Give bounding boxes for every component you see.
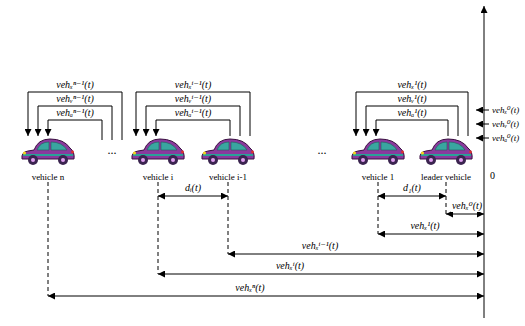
dimension-line <box>378 196 446 197</box>
dimension-label: vehₓⁿ(t) <box>234 282 265 294</box>
signal-line <box>38 106 112 140</box>
vehicle-label: leader vehicle <box>421 172 471 183</box>
car-illustration <box>132 139 184 165</box>
signal-arrow <box>366 106 458 136</box>
car-illustration <box>130 136 186 166</box>
leader-input-label: vehₓ⁰(t) <box>491 104 520 116</box>
dimension-line <box>48 296 484 297</box>
signal-label: vehᵥⁿ⁻¹(t) <box>55 93 95 105</box>
signal-label: vehₓⁱ⁻¹(t) <box>174 79 212 91</box>
signal-label: vehₓ¹(t) <box>396 79 427 91</box>
car-illustration <box>350 136 406 166</box>
origin-label: 0 <box>489 170 496 182</box>
vehicle-label: vehicle i <box>143 172 174 183</box>
signal-arrow <box>356 92 468 136</box>
reference-line <box>378 182 379 234</box>
input-arrow <box>476 124 489 125</box>
signal-line <box>28 92 122 140</box>
leader-input-label: vehₐ⁰(t) <box>491 132 520 144</box>
input-arrow <box>476 110 489 111</box>
signal-arrow <box>376 120 448 136</box>
car-illustration <box>420 139 472 165</box>
leader-input-label: vehᵥ⁰(t) <box>491 118 520 130</box>
signal-arrow <box>136 92 250 136</box>
dimension-label: d₁(t) <box>402 182 422 194</box>
dimension-line <box>158 196 228 197</box>
vehicle: vehicle i <box>130 136 186 184</box>
reference-line <box>228 182 229 254</box>
dimension-label: vehₓⁱ⁻¹(t) <box>301 240 339 252</box>
signal-label: vehₐ¹(t) <box>396 107 427 119</box>
vehicle-label: vehicle n <box>32 172 65 183</box>
ellipsis: ... <box>317 144 328 156</box>
car-illustration <box>418 136 474 166</box>
signal-arrow <box>156 120 230 136</box>
signal-label: vehₐⁱ⁻¹(t) <box>174 107 213 119</box>
input-arrow <box>476 138 489 139</box>
vehicle-label: vehicle i-1 <box>209 172 247 183</box>
vehicle-label: vehicle 1 <box>362 172 395 183</box>
dimension-line <box>378 234 484 235</box>
dimension-label: vehₓⁱ(t) <box>275 260 305 272</box>
signal-label: vehᵥⁱ⁻¹(t) <box>174 93 212 105</box>
dimension-label: vehₓ¹(t) <box>409 220 440 232</box>
car-illustration <box>202 139 254 165</box>
car-illustration <box>20 136 76 166</box>
vehicle: vehicle i-1 <box>200 136 256 184</box>
vehicle: leader vehicle <box>418 136 474 184</box>
ellipsis: ... <box>107 144 118 156</box>
car-illustration <box>22 139 74 165</box>
dimension-line <box>446 214 484 215</box>
dimension-line <box>158 274 484 275</box>
reference-line <box>48 182 49 296</box>
reference-line <box>446 182 447 214</box>
signal-line <box>48 120 102 140</box>
signal-arrow <box>146 106 240 136</box>
dimension-line <box>228 254 484 255</box>
vehicle: vehicle 1 <box>350 136 406 184</box>
car-illustration <box>200 136 256 166</box>
dimension-label: dᵢ(t) <box>184 182 202 194</box>
dimension-label: vehₓ⁰(t) <box>451 200 483 212</box>
vehicle: vehicle n <box>20 136 76 184</box>
car-illustration <box>352 139 404 165</box>
position-axis <box>484 6 485 318</box>
signal-label: vehₓⁿ⁻¹(t) <box>55 79 95 91</box>
signal-label: vehᵥ¹(t) <box>396 93 427 105</box>
signal-label: vehₐⁿ⁻¹(t) <box>55 107 95 119</box>
